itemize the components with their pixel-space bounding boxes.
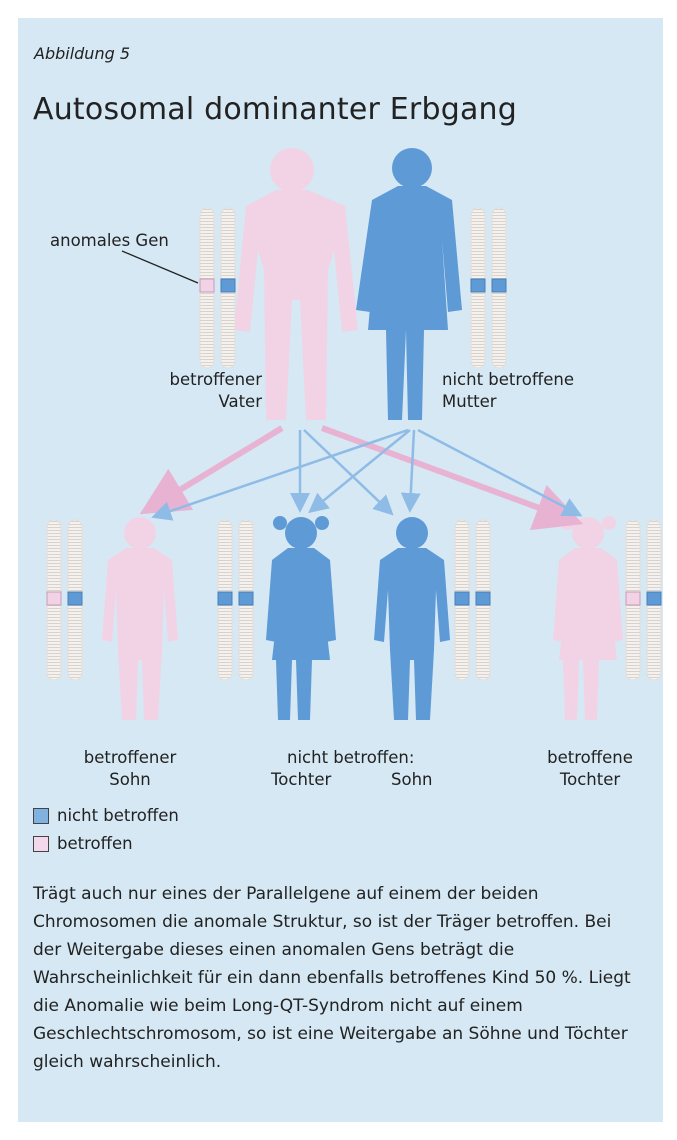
affected-daughter-label: betroffene Tochter bbox=[547, 748, 633, 789]
affected-son-figure bbox=[102, 517, 178, 720]
unaffected-son-figure bbox=[374, 517, 450, 720]
legend-swatch-unaffected bbox=[33, 807, 49, 824]
father-chromosome-pair bbox=[199, 207, 236, 369]
legend-swatch-affected bbox=[33, 835, 49, 852]
unaffected-daughter-chromosome-pair bbox=[217, 519, 254, 681]
affected-son-label: betroffener Sohn bbox=[83, 748, 177, 789]
father-label: betroffener Vater bbox=[169, 370, 262, 411]
mother-figure bbox=[356, 148, 462, 420]
affected-daughter-chromosome-pair bbox=[625, 519, 662, 681]
anomalous-gene-pointer bbox=[121, 250, 199, 284]
anomalous-gene-label: anomales Gen bbox=[50, 231, 169, 250]
page-title: Autosomal dominanter Erbgang bbox=[33, 92, 517, 127]
legend-item-unaffected: nicht betroffen bbox=[33, 806, 179, 825]
inheritance-arrows bbox=[139, 425, 584, 531]
unaffected-son-chromosome-pair bbox=[454, 519, 491, 681]
description-paragraph: Trägt auch nur eines der Parallelgene au… bbox=[33, 884, 631, 1072]
affected-daughter-figure bbox=[553, 516, 623, 720]
legend-item-affected: betroffen bbox=[33, 834, 133, 853]
mother-label: nicht betroffene Mutter bbox=[442, 370, 575, 411]
father-figure bbox=[234, 148, 358, 420]
figure-label: Abbildung 5 bbox=[34, 44, 131, 63]
unaffected-heading: nicht betroffen: bbox=[287, 748, 415, 767]
unaffected-son-label: Sohn bbox=[391, 770, 433, 789]
affected-son-chromosome-pair bbox=[46, 519, 83, 681]
mother-chromosome-pair bbox=[470, 207, 507, 369]
unaffected-daughter-label: Tochter bbox=[271, 770, 332, 789]
unaffected-daughter-figure bbox=[266, 516, 336, 720]
